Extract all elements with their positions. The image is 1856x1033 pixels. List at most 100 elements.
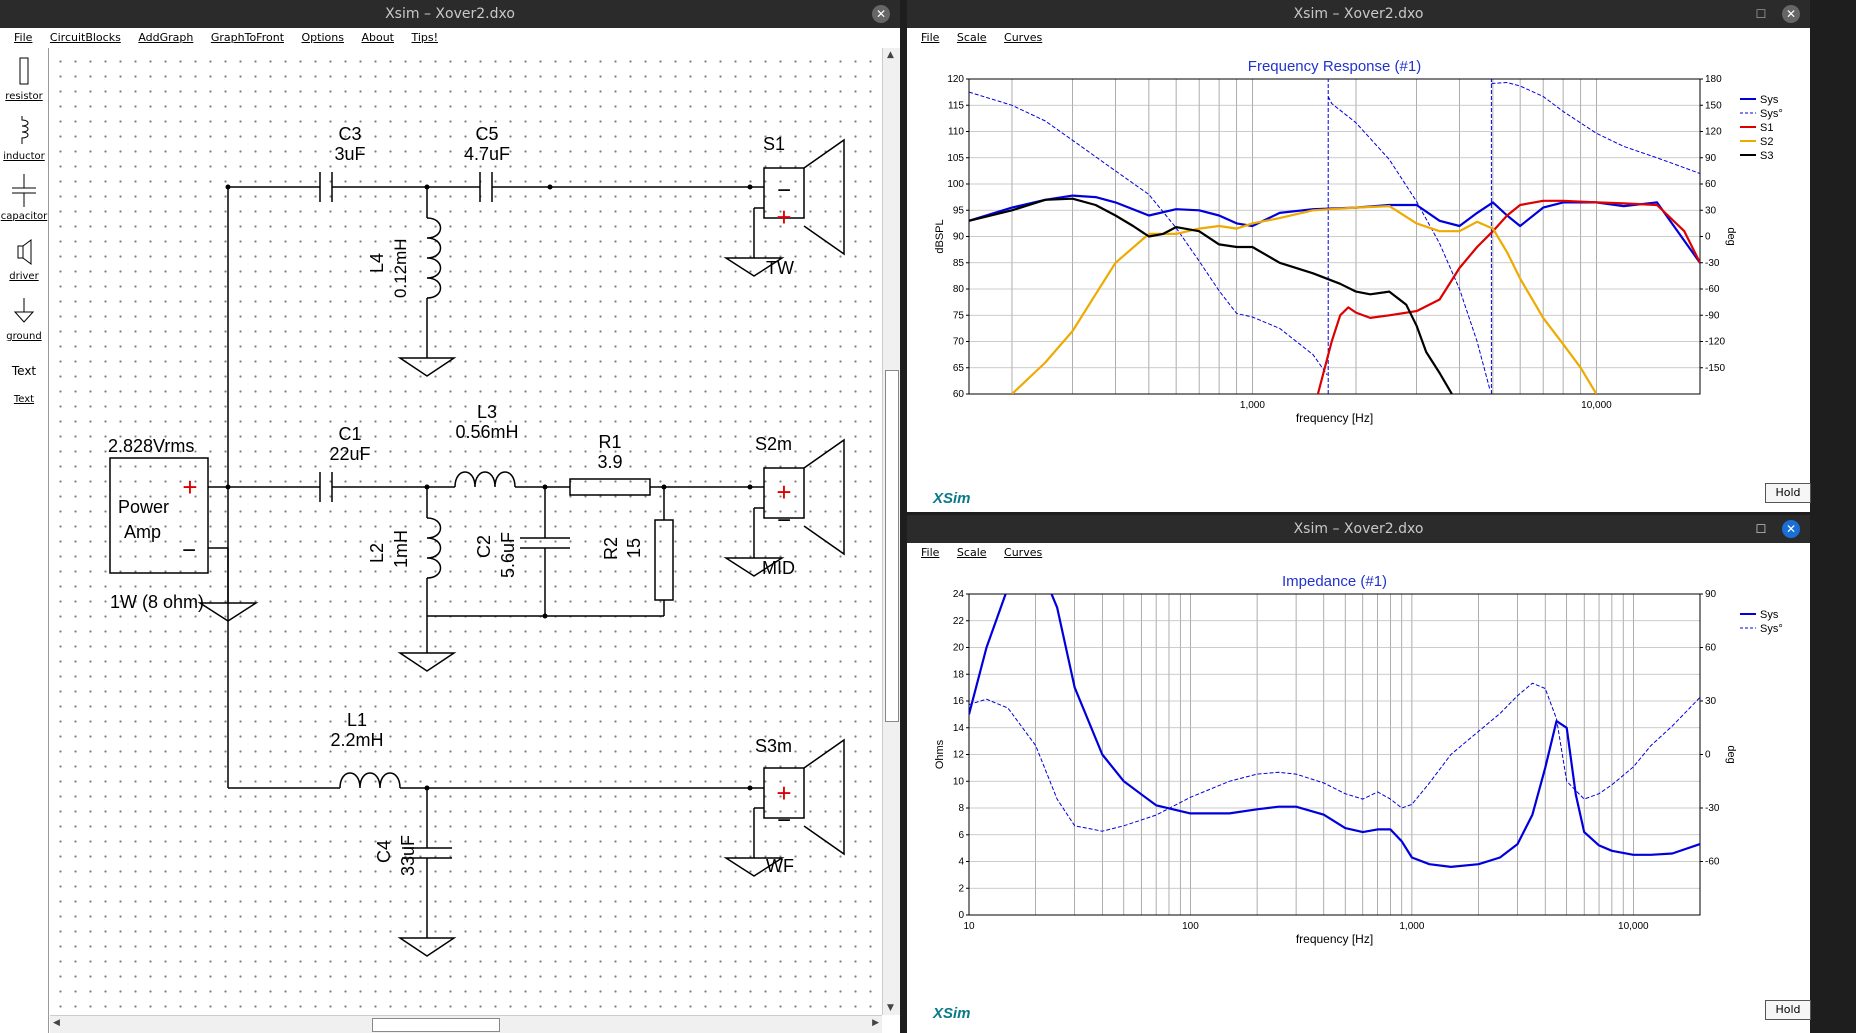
y-tick-label: 24 [953,589,965,600]
y2-tick-label: -120 [1705,337,1725,348]
source-power: 1W (8 ohm) [110,592,204,612]
c3-value: 3uF [334,144,365,164]
maximize-button[interactable]: ☐ [1755,7,1767,21]
tool-capacitor[interactable]: capacitor [0,172,48,222]
menu-tips[interactable]: Tips! [411,31,439,44]
menu-about[interactable]: About [361,31,394,44]
schematic-canvas[interactable]: C3 3uF C5 4.7uF L4 0.12mH S1 TW 2.828Vrm… [50,48,882,1015]
y2-tick-label: -30 [1705,258,1720,269]
capacitor-icon [12,174,36,207]
vertical-scroll-thumb[interactable] [885,370,899,722]
tool-inductor[interactable]: inductor [0,114,48,162]
tool-text[interactable]: Text [13,394,35,405]
legend-label: Sys [1760,94,1779,106]
y2-tick-label: 150 [1705,100,1722,111]
l3-value: 0.56mH [455,422,518,442]
l1-value: 2.2mH [330,730,383,750]
speaker-s1 [723,138,845,277]
component-palette: resistor inductor capacitor driver groun… [0,48,49,1033]
menu-addgraph[interactable]: AddGraph [138,31,194,44]
y2-tick-label: 90 [1705,153,1717,164]
close-button[interactable]: ✕ [872,5,890,23]
s3-minus-sign: − [777,807,791,834]
menu-file[interactable]: File [921,31,940,44]
scroll-down-icon[interactable]: ▼ [887,1003,894,1013]
l2-name: L2 [367,543,387,563]
y2-tick-label: 0 [1705,232,1711,243]
menu-file[interactable]: File [921,546,940,559]
y-tick-label: 14 [953,723,965,734]
tool-driver[interactable]: driver [0,236,48,282]
c1-value: 22uF [329,444,370,464]
series-group [969,594,1700,868]
title-bar: Xsim – Xover2.dxo ☐ ✕ [907,515,1810,543]
x-tick-label: 10 [963,921,975,932]
source-line2: Amp [124,522,161,542]
xsim-logo: XSim [933,1005,971,1022]
close-button[interactable]: ✕ [1782,520,1800,538]
y-tick-label: 75 [953,310,965,321]
y2-axis-label: deg [1725,745,1737,763]
ground-icon [13,298,35,323]
frequency-response-chart: 6065707580859095100105110115120-150-120-… [934,58,1783,425]
y2-tick-label: 60 [1705,643,1717,654]
horizontal-scroll-thumb[interactable] [372,1018,500,1032]
y-tick-label: 100 [947,179,964,190]
s2-minus-sign: − [777,507,791,534]
c5-value: 4.7uF [464,144,510,164]
y2-tick-label: 30 [1705,205,1717,216]
y-tick-label: 0 [958,910,964,921]
menu-scale[interactable]: Scale [956,31,987,44]
series-line-sys [969,594,1700,868]
y-tick-label: 10 [953,776,965,787]
series-line-s2 [1011,205,1598,394]
s2-label: MID [762,558,795,578]
close-button[interactable]: ✕ [1782,5,1800,23]
menu-curves[interactable]: Curves [1004,31,1043,44]
tool-ground[interactable]: ground [0,296,48,342]
vertical-scrollbar[interactable]: ▲ ▼ [882,48,900,1015]
series-line-sys [969,194,1700,264]
y-tick-label: 18 [953,669,965,680]
c5-name: C5 [475,124,498,144]
speaker-icon [17,239,32,265]
tool-text-preview[interactable]: Text [11,364,37,378]
menu-file[interactable]: File [14,31,33,44]
scroll-left-icon[interactable]: ◀ [53,1018,60,1028]
s1-plus-sign: + [776,202,791,232]
horizontal-scrollbar[interactable]: ◀ ▶ [50,1015,882,1033]
schematic-window: Xsim – Xover2.dxo ✕ File CircuitBlocks A… [0,0,900,1033]
maximize-button[interactable]: ☐ [1755,522,1767,536]
resistor-icon [19,57,29,85]
window-title: Xsim – Xover2.dxo [1293,521,1424,537]
y-tick-label: 16 [953,696,965,707]
menu-curves[interactable]: Curves [1004,546,1043,559]
menu-options[interactable]: Options [301,31,344,44]
xsim-logo: XSim [933,490,971,507]
hold-button[interactable]: Hold [1765,1000,1811,1020]
series-line-sys-phase [969,79,1700,394]
y-axis-label: Ohms [934,739,946,769]
legend-label: Sys° [1760,623,1783,635]
scroll-up-icon[interactable]: ▲ [887,50,894,60]
y-tick-label: 80 [953,284,965,295]
menu-bar: File Scale Curves [907,28,1810,48]
grid [969,594,1700,915]
title-bar: Xsim – Xover2.dxo ✕ [0,0,900,28]
c4-value: 33uF [398,835,418,876]
y2-axis-label: deg [1725,227,1737,245]
hold-button[interactable]: Hold [1765,483,1811,503]
menu-scale[interactable]: Scale [956,546,987,559]
l2-value: 1mH [391,530,411,568]
menu-graphtofront[interactable]: GraphToFront [210,31,285,44]
amp-minus-sign: − [182,537,196,564]
r2-value: 15 [624,538,644,558]
r1-value: 3.9 [597,452,622,472]
scroll-right-icon[interactable]: ▶ [872,1018,879,1028]
y2-tick-label: 60 [1705,179,1717,190]
tool-resistor[interactable]: resistor [0,54,48,102]
menu-circuitblocks[interactable]: CircuitBlocks [49,31,121,44]
source-voltage: 2.828Vrms [108,436,194,456]
